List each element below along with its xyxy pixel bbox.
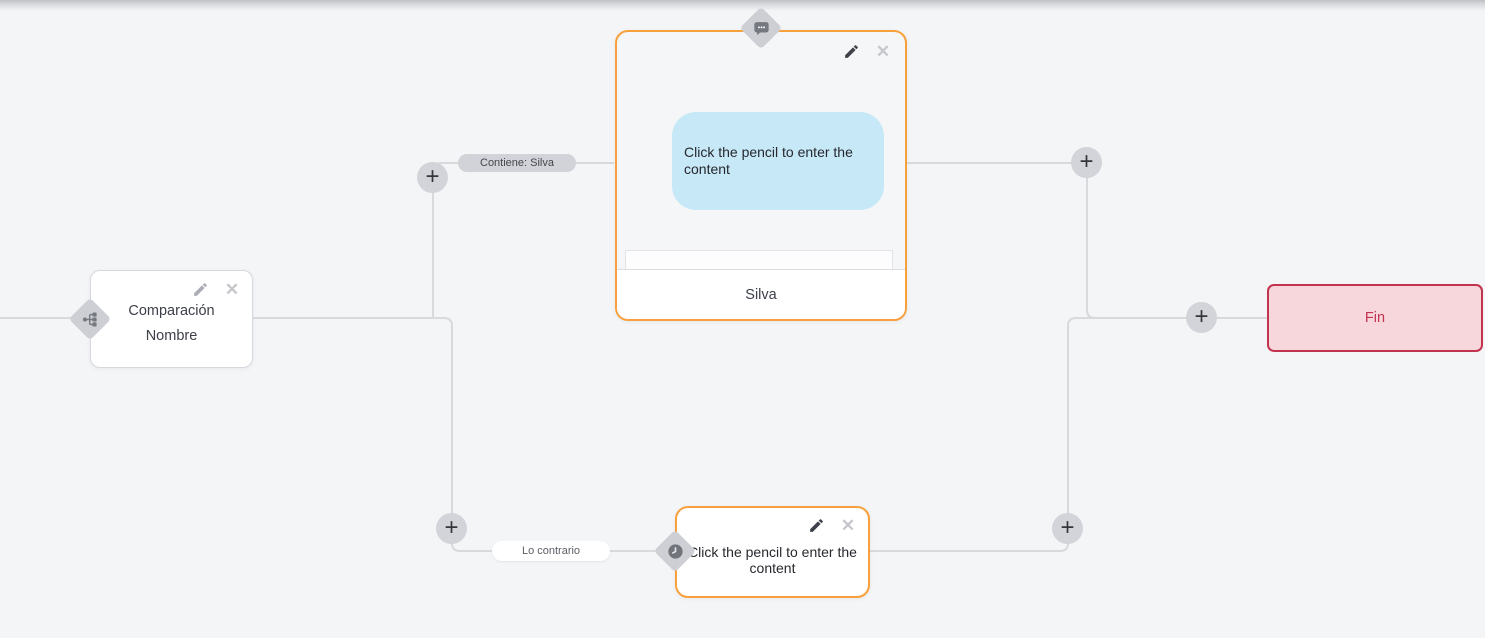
edge-delay-to-end (868, 317, 1100, 552)
add-step-button-otherwise-branch[interactable]: + (436, 513, 467, 544)
delete-node-icon[interactable]: ✕ (840, 515, 856, 535)
message-preview-bubble: Click the pencil to enter the content (672, 112, 884, 210)
condition-node-badge (68, 297, 112, 341)
end-node[interactable]: Fin (1267, 284, 1483, 352)
delete-node-icon[interactable]: ✕ (224, 279, 240, 299)
delay-placeholder-text: Click the pencil to enter the content (688, 543, 857, 577)
add-step-button-contains-branch[interactable]: + (417, 162, 448, 193)
condition-node-title: Comparación Nombre (91, 299, 252, 349)
clock-icon (666, 542, 685, 561)
end-node-label: Fin (1364, 310, 1386, 326)
message-input-strip (625, 250, 893, 269)
chat-bubble-icon (752, 19, 771, 38)
edge-condition-to-otherwise (253, 317, 657, 552)
add-step-button-after-delay[interactable]: + (1052, 513, 1083, 544)
message-placeholder-text: Click the pencil to enter the content (684, 144, 853, 177)
edit-pencil-icon[interactable] (842, 42, 860, 60)
message-node-badge (739, 6, 783, 50)
delay-node[interactable]: ✕ Click the pencil to enter the content (675, 506, 870, 598)
add-step-button-after-message[interactable]: + (1071, 147, 1102, 178)
message-footer-label: Silva (745, 286, 777, 303)
condition-title-line2: Nombre (145, 328, 198, 344)
condition-title-line1: Comparación (128, 303, 215, 319)
condition-node[interactable]: ✕ Comparación Nombre (90, 270, 253, 368)
add-step-button-before-end[interactable]: + (1186, 302, 1217, 333)
edit-pencil-icon[interactable] (807, 516, 825, 534)
edit-pencil-icon[interactable] (191, 280, 209, 298)
edge-label-contains: Contiene: Silva (458, 154, 576, 172)
edge-condition-to-contains (432, 162, 614, 318)
delete-node-icon[interactable]: ✕ (875, 41, 891, 61)
delay-node-badge (653, 529, 697, 573)
sitemap-icon (81, 310, 100, 329)
message-node[interactable]: ✕ Click the pencil to enter the content … (615, 30, 907, 321)
edge-label-otherwise: Lo contrario (492, 541, 610, 561)
message-node-footer: Silva (617, 269, 905, 319)
edge-message-to-end (906, 162, 1267, 319)
